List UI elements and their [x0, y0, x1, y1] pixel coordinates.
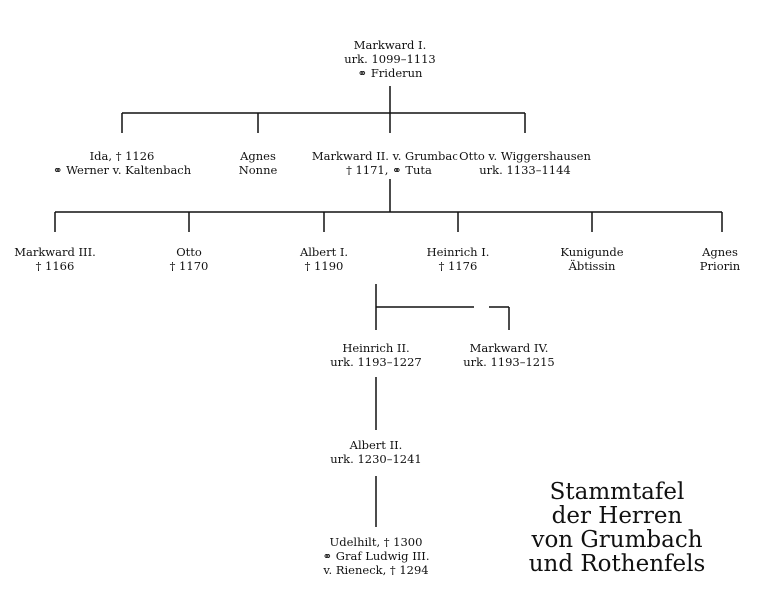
person-agnes-priorin: Agnes Priorin: [697, 245, 743, 273]
title-line: der Herren: [551, 503, 683, 529]
person-otto-wiggershausen: Otto v. Wiggershausen urk. 1133–1144: [457, 149, 593, 177]
person-markward-1: Markward I. urk. 1099–1113 ⚭ Friderun: [342, 38, 438, 80]
person-markward-2: Markward II. v. Grumbach † 1171, ⚭ Tuta: [309, 149, 469, 177]
person-heinrich-2: Heinrich II. urk. 1193–1227: [328, 341, 424, 369]
title-line: von Grumbach: [531, 527, 703, 553]
title-line: Stammtafel: [549, 479, 685, 505]
person-markward-4: Markward IV. urk. 1193–1215: [461, 341, 557, 369]
genealogy-title: Stammtafel der Herren von Grumbach und R…: [517, 480, 717, 576]
person-ida: Ida, † 1126 ⚭ Werner v. Kaltenbach: [50, 149, 194, 177]
person-markward-3: Markward III. † 1166: [12, 245, 98, 273]
person-udelhilt: Udelhilt, † 1300 ⚭ Graf Ludwig III. v. R…: [320, 535, 432, 577]
person-albert-1: Albert I. † 1190: [297, 245, 351, 273]
person-agnes-nonne: Agnes Nonne: [236, 149, 280, 177]
person-heinrich-1: Heinrich I. † 1176: [424, 245, 492, 273]
person-albert-2: Albert II. urk. 1230–1241: [328, 438, 424, 466]
person-otto: Otto † 1170: [167, 245, 211, 273]
title-line: und Rothenfels: [528, 551, 706, 577]
person-kunigunde: Kunigunde Äbtissin: [558, 245, 626, 273]
